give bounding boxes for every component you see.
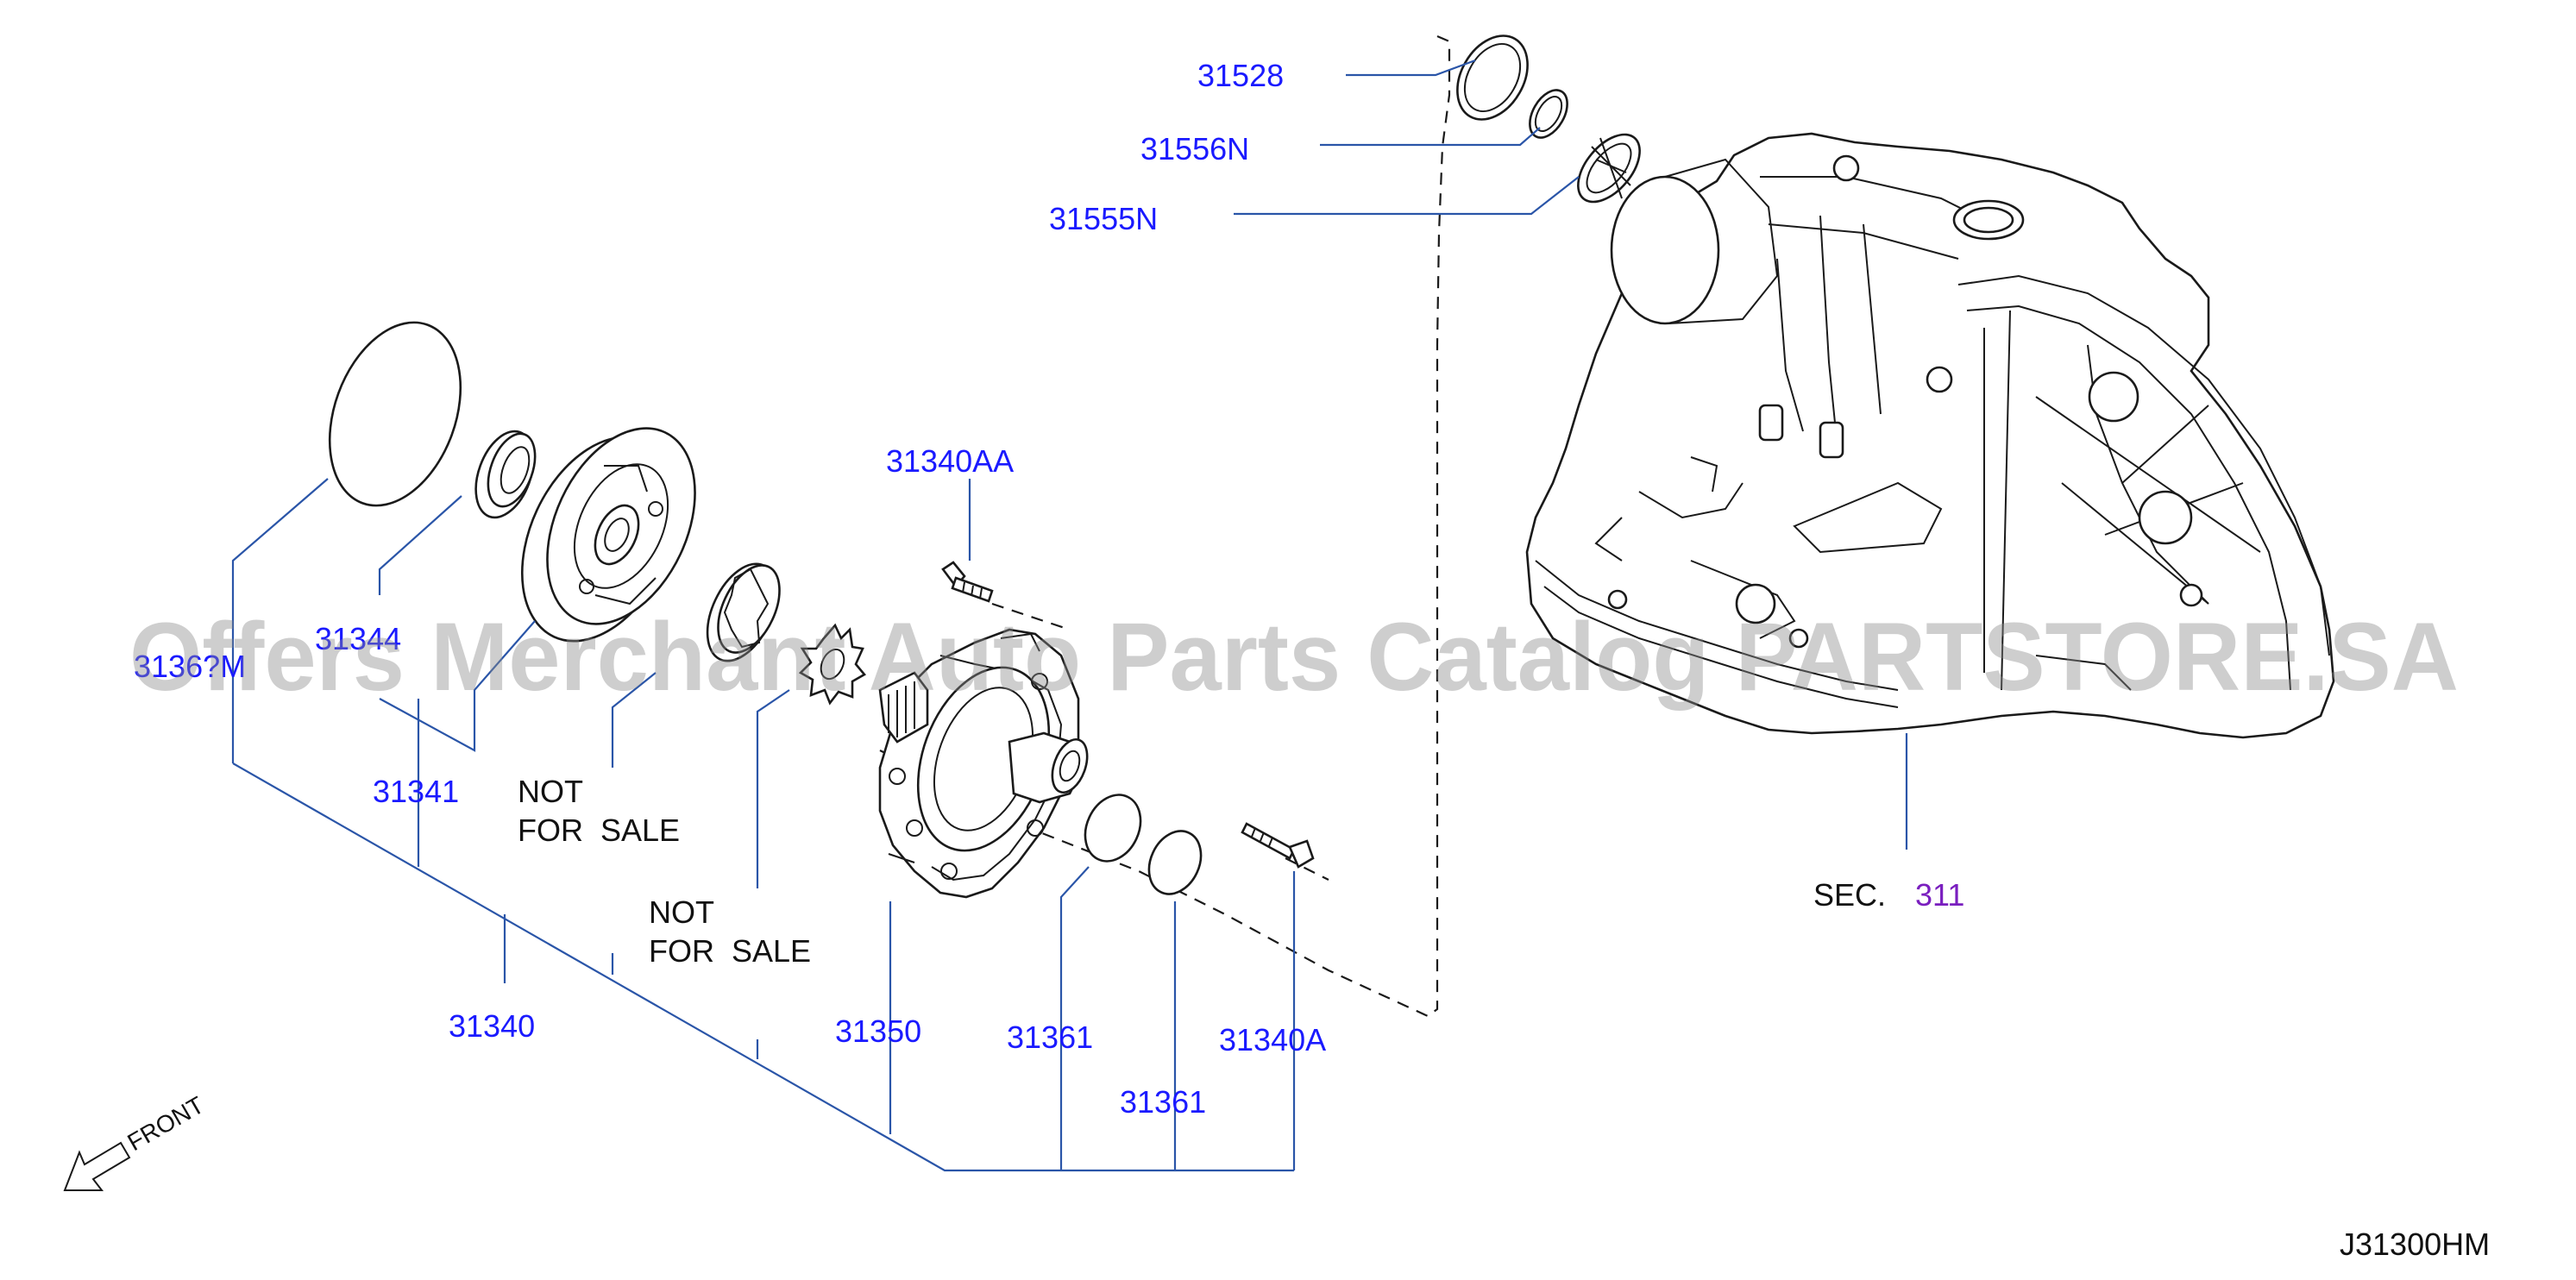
label-31340: 31340	[449, 1008, 535, 1044]
outer-gear[interactable]	[694, 553, 792, 671]
label-31361-b: 31361	[1120, 1084, 1206, 1120]
label-31350: 31350	[835, 1013, 921, 1049]
label-31361-a: 31361	[1007, 1020, 1093, 1055]
watermark: Offers Merchant Auto Parts Catalog PARTS…	[129, 603, 2459, 711]
bearing-31555n[interactable]	[1567, 123, 1652, 213]
bolt-31340a[interactable]	[1241, 822, 1315, 869]
label-31555n: 31555N	[1049, 201, 1158, 236]
oring-31361-b[interactable]	[1140, 823, 1211, 903]
label-31528: 31528	[1197, 58, 1284, 93]
label-31556n: 31556N	[1140, 131, 1249, 166]
label-3136x: 3136?M	[134, 649, 246, 684]
oil-pump-housing-31350[interactable]	[878, 628, 1094, 899]
bolt-31340aa[interactable]	[941, 561, 994, 603]
washer-31556n[interactable]	[1522, 84, 1574, 144]
front-label: FRONT	[123, 1091, 209, 1156]
not-for-sale-2-line2: FOR SALE	[649, 933, 811, 969]
section-ref-prefix: SEC.	[1813, 877, 1886, 913]
transmission-assembly[interactable]	[1525, 132, 2335, 739]
not-for-sale-2-line1: NOT	[649, 894, 714, 930]
section-ref-number[interactable]: 311	[1915, 877, 1964, 913]
seal-31344[interactable]	[465, 424, 544, 525]
not-for-sale-1-line1: NOT	[518, 774, 583, 809]
label-31340a: 31340A	[1219, 1022, 1326, 1057]
oring-31361-a[interactable]	[1075, 786, 1151, 870]
front-indicator: FRONT	[63, 1091, 209, 1191]
inner-gear[interactable]	[798, 623, 866, 706]
not-for-sale-1-line2: FOR SALE	[518, 813, 680, 848]
leader-lines	[231, 59, 1908, 1172]
oring-3136x[interactable]	[306, 304, 485, 524]
arrow-front-icon	[63, 1141, 131, 1191]
label-31340aa: 31340AA	[886, 443, 1014, 479]
seal-31528[interactable]	[1443, 23, 1542, 132]
label-31341: 31341	[373, 774, 459, 809]
diagram-code: J31300HM	[2340, 1227, 2490, 1262]
pump-cover-31341[interactable]	[492, 405, 725, 666]
label-31344: 31344	[315, 621, 401, 656]
